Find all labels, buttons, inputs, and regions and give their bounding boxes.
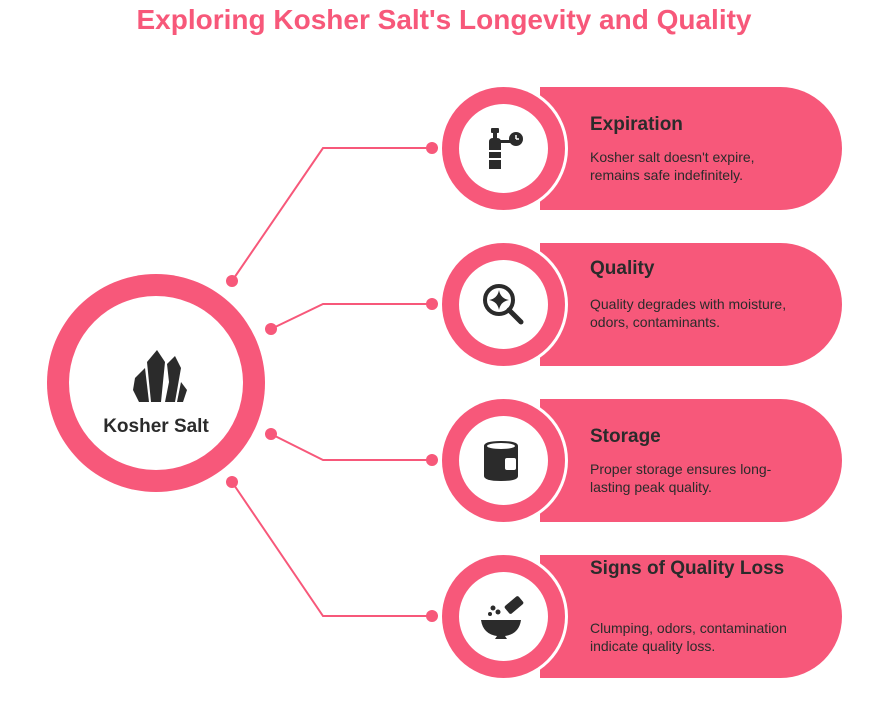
connector-signs — [231, 481, 432, 617]
page-title: Exploring Kosher Salt's Longevity and Qu… — [136, 4, 752, 35]
item-heading: Expiration — [590, 114, 683, 135]
connector-expiration — [231, 147, 432, 282]
item-icon-holder — [459, 416, 548, 505]
container-icon — [484, 441, 518, 481]
center-label: Kosher Salt — [103, 416, 209, 437]
spray-timer-icon — [489, 128, 523, 169]
item-icon-holder — [459, 260, 548, 349]
item-icon-ring — [442, 243, 565, 366]
item-heading: Quality — [590, 258, 655, 279]
connector-dot — [426, 610, 438, 622]
center-hub-inner: Kosher Salt — [69, 296, 243, 470]
connector-dot — [265, 323, 277, 335]
item-description: Clumping, odors, contamination indicate … — [590, 620, 787, 654]
connector-dot — [426, 454, 438, 466]
item-icon-ring — [442, 399, 565, 522]
item-icon-ring — [442, 555, 565, 678]
center-hub: Kosher Salt — [47, 274, 265, 492]
connector-dot — [426, 298, 438, 310]
connector-dot — [265, 428, 277, 440]
item-description: Proper storage ensures long-lasting peak… — [590, 461, 772, 495]
item-pill — [540, 87, 842, 210]
item-heading: Signs of Quality Loss — [590, 558, 785, 579]
item-pill — [540, 243, 842, 366]
item-pill — [540, 399, 842, 522]
item-card-quality: Quality Quality degrades with moisture, … — [442, 243, 842, 366]
connector-dot — [226, 275, 238, 287]
connector-quality — [270, 303, 432, 330]
item-card-expiration: Expiration Kosher salt doesn't expire, r… — [442, 87, 842, 210]
mortar-pestle-icon — [481, 596, 524, 639]
connector-dot — [226, 476, 238, 488]
item-description: Kosher salt doesn't expire, remains safe… — [590, 149, 755, 183]
item-icon-holder — [459, 572, 548, 661]
item-card-storage: Storage Proper storage ensures long-last… — [442, 399, 842, 522]
item-icon-ring — [442, 87, 565, 210]
item-heading: Storage — [590, 426, 661, 447]
magnifier-sparkle-icon — [483, 284, 524, 325]
item-icon-holder — [459, 104, 548, 193]
item-pill — [540, 555, 842, 678]
crystal-icon — [133, 350, 187, 402]
connector-storage — [270, 433, 432, 461]
item-description: Quality degrades with moisture, odors, c… — [590, 296, 787, 330]
connector-dot — [426, 142, 438, 154]
item-card-signs: Signs of Quality Loss Clumping, odors, c… — [442, 555, 842, 678]
